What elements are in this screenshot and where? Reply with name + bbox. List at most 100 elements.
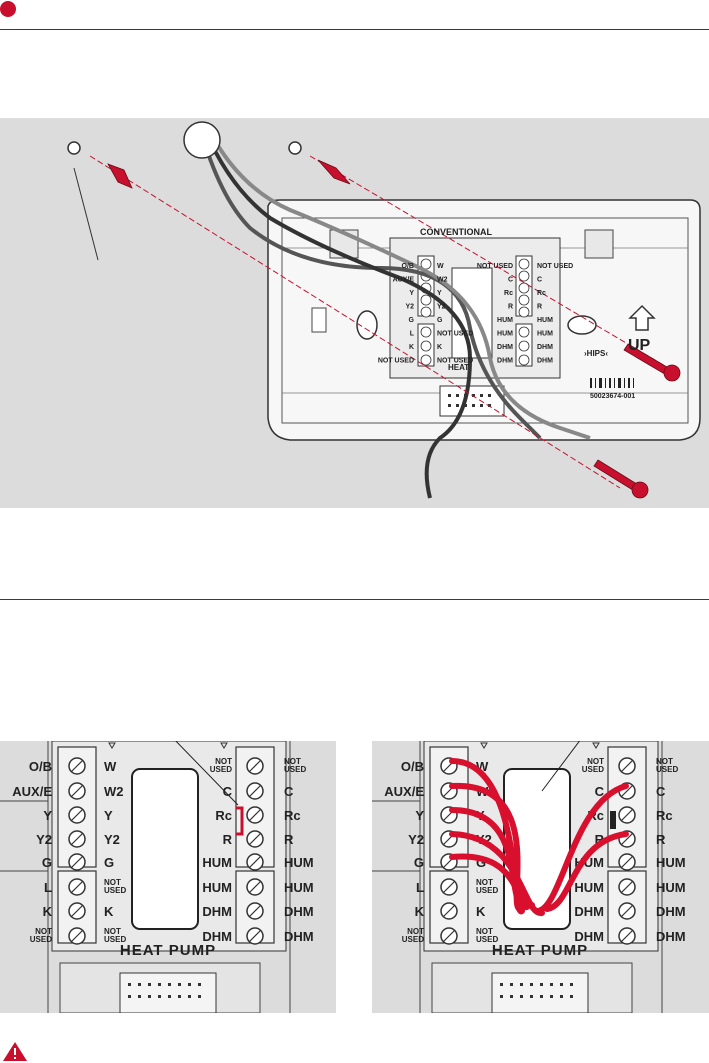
mount-inner-right-label: HUM: [497, 331, 513, 338]
terminal-label-inner-right: C: [223, 784, 233, 799]
mount-outer-left-label: AUX/E: [393, 277, 415, 284]
mount-outer-left-label: NOT USED: [378, 358, 414, 365]
terminal-label-outer-left: USED: [30, 935, 52, 944]
warning-triangle-icon: [2, 1040, 28, 1062]
terminal-label-inner-right: Rc: [215, 808, 232, 823]
mount-outer-right-label: HUM: [537, 317, 553, 324]
mount-inner-left-label: NOT USED: [437, 331, 473, 338]
heat-label: HEAT: [448, 363, 469, 372]
terminal-label-outer-left: AUX/E: [12, 784, 52, 799]
terminal-label-inner-left: W2: [104, 784, 124, 799]
terminal-label-inner-right: NOT: [587, 757, 604, 766]
mount-outer-left-label: G: [409, 317, 415, 324]
terminal-label-outer-right: Rc: [656, 808, 673, 823]
terminal-label-outer-right: HUM: [656, 880, 686, 895]
terminal-label-outer-right: C: [656, 784, 666, 799]
terminal-label-outer-right: HUM: [284, 880, 314, 895]
mount-outer-right-label: NOT USED: [537, 263, 573, 270]
mount-inner-right-label: C: [508, 277, 513, 284]
terminal-label-inner-right: USED: [582, 765, 604, 774]
mount-inner-left-label: Y: [437, 290, 442, 297]
thermostat-wire: [449, 831, 545, 916]
terminal-label-outer-left: Y: [43, 808, 52, 823]
terminal-label-inner-left: NOT: [104, 927, 121, 936]
terminal-label-outer-left: NOT: [407, 927, 424, 936]
heat-pump-label: HEAT PUMP: [492, 942, 588, 959]
terminal-label-inner-right: NOT: [215, 757, 232, 766]
terminal-label-outer-right: DHM: [656, 929, 686, 944]
terminal-label-inner-right: DHM: [574, 929, 604, 944]
terminal-label-outer-left: O/B: [29, 759, 52, 774]
terminal-label-outer-right: C: [284, 784, 294, 799]
thermostat-wire: [449, 807, 530, 910]
terminal-label-inner-left: NOT: [476, 878, 493, 887]
mount-inner-left-label: W2: [437, 277, 448, 284]
callout-leader: [175, 741, 239, 806]
mounting-figure: CONVENTIONAL UP ›HIPS‹ 50023674-001 HEAT…: [0, 118, 709, 508]
terminal-label-inner-left: NOT: [104, 878, 121, 887]
hips-label: ›HIPS‹: [584, 349, 608, 358]
mount-inner-right-label: HUM: [497, 317, 513, 324]
terminal-label-outer-left: Y: [415, 808, 424, 823]
part-number-label: 50023674-001: [590, 393, 635, 400]
mount-outer-right-label: HUM: [537, 331, 553, 338]
mount-inner-right-label: R: [508, 304, 513, 311]
terminal-label-outer-left: G: [414, 855, 424, 870]
terminal-label-inner-right: HUM: [202, 880, 232, 895]
terminal-label-outer-right: HUM: [284, 855, 314, 870]
terminal-label-outer-left: L: [44, 880, 52, 895]
mount-inner-right-label: DHM: [497, 358, 513, 365]
terminal-label-outer-left: L: [416, 880, 424, 895]
mount-outer-left-label: L: [410, 331, 415, 338]
terminal-label-inner-left: G: [476, 855, 486, 870]
mounting-diagram: CONVENTIONAL UP ›HIPS‹ 50023674-001 HEAT…: [67, 121, 701, 499]
mount-outer-right-label: DHM: [537, 358, 553, 365]
mount-inner-left-label: NOT USED: [437, 358, 473, 365]
terminal-label-outer-right: USED: [284, 765, 306, 774]
terminal-label-outer-left: K: [415, 904, 425, 919]
up-label: UP: [628, 337, 651, 354]
step-marker-icon: [0, 0, 18, 20]
middle-divider: [0, 599, 709, 600]
mount-outer-right-label: C: [537, 277, 542, 284]
conventional-label: CONVENTIONAL: [420, 227, 493, 237]
mount-outer-left-label: Y: [409, 290, 414, 297]
mount-outer-left-label: Y2: [405, 304, 414, 311]
thermostat-wire: [449, 853, 535, 908]
terminal-label-outer-left: G: [42, 855, 52, 870]
mount-outer-right-label: DHM: [537, 344, 553, 351]
mount-outer-right-label: R: [537, 304, 542, 311]
terminal-label-outer-left: K: [43, 904, 53, 919]
terminal-label-inner-right: DHM: [574, 904, 604, 919]
mount-inner-left-label: Y2: [437, 304, 446, 311]
terminal-label-outer-left: NOT: [35, 927, 52, 936]
mount-inner-left-label: G: [437, 317, 443, 324]
terminal-label-outer-left: O/B: [401, 759, 424, 774]
terminal-label-outer-right: R: [656, 832, 666, 847]
terminal-label-outer-right: HUM: [656, 855, 686, 870]
mount-outer-left-label: K: [409, 344, 414, 351]
terminal-label-inner-right: HUM: [202, 855, 232, 870]
terminal-label-inner-left: K: [476, 904, 486, 919]
terminal-label-outer-left: Y2: [36, 832, 52, 847]
thermostat-wire: [544, 831, 629, 912]
mount-inner-right-label: DHM: [497, 344, 513, 351]
terminal-label-inner-left: USED: [476, 935, 498, 944]
thermostat-wire: [534, 783, 629, 914]
terminal-label-inner-left: USED: [104, 935, 126, 944]
terminal-label-outer-right: NOT: [284, 757, 301, 766]
terminal-label-outer-right: DHM: [284, 929, 314, 944]
terminal-label-inner-left: K: [104, 904, 114, 919]
terminal-label-outer-right: R: [284, 832, 294, 847]
terminal-label-outer-right: NOT: [656, 757, 673, 766]
jumper-wire: [236, 806, 244, 836]
terminal-label-outer-right: Rc: [284, 808, 301, 823]
terminal-label-inner-left: G: [104, 855, 114, 870]
mount-inner-right-label: NOT USED: [477, 263, 513, 270]
terminal-label-inner-left: W: [104, 759, 117, 774]
terminal-label-inner-right: C: [595, 784, 605, 799]
mount-outer-right-label: Rc: [537, 290, 546, 297]
